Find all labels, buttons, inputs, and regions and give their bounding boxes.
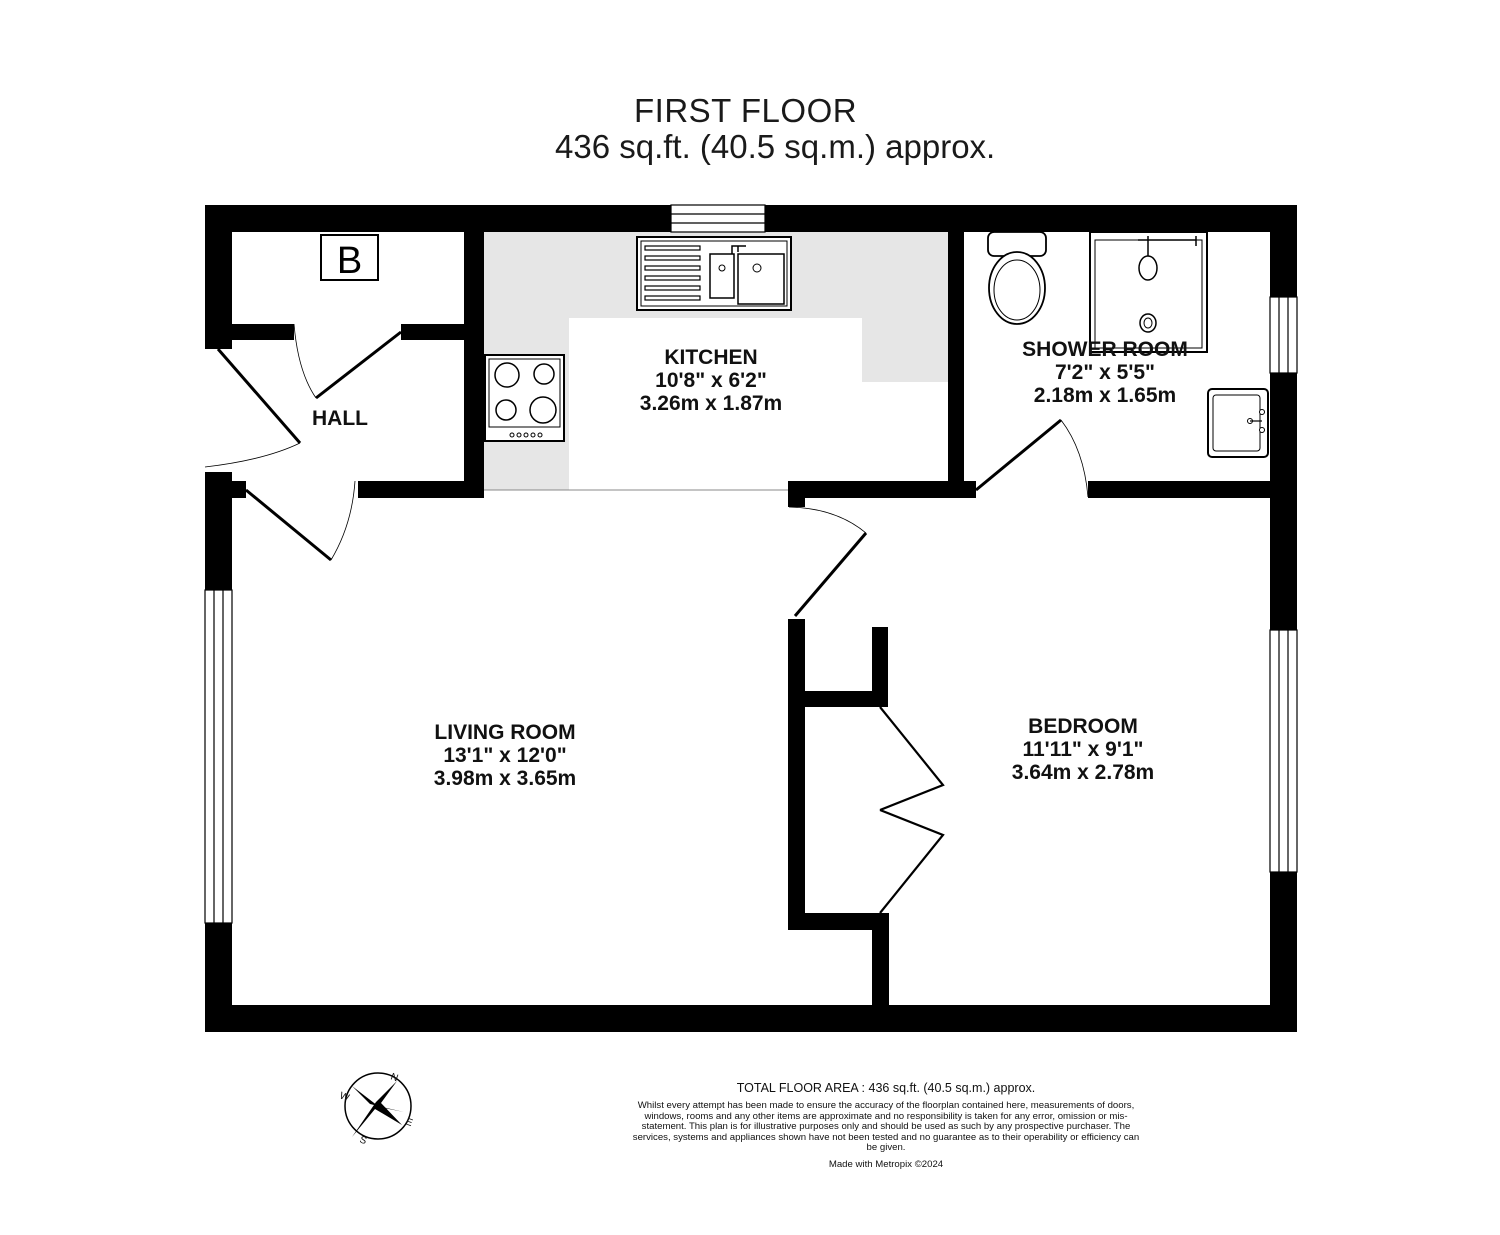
living-room-name: LIVING ROOM	[434, 721, 576, 744]
living-room-window	[204, 589, 233, 924]
kitchen-metric: 3.26m x 1.87m	[639, 392, 783, 415]
kitchen-floor	[484, 232, 950, 490]
bedroom-metric: 3.64m x 2.78m	[1011, 761, 1155, 784]
shower-room-door	[975, 418, 1089, 498]
shower-room-name: SHOWER ROOM	[1022, 338, 1188, 361]
boiler-cupboard-door	[293, 323, 402, 400]
toilet	[987, 231, 1047, 325]
bedroom-name: BEDROOM	[1028, 715, 1138, 738]
bedroom-window	[1269, 629, 1298, 873]
credit: Made with Metropix ©2024	[828, 1159, 944, 1170]
shower-room-label: SHOWER ROOM 7'2" x 5'5" 2.18m x 1.65m	[1022, 338, 1188, 407]
compass-w: W	[338, 1090, 351, 1104]
disclaimer: Whilst every attempt has been made to en…	[632, 1100, 1140, 1154]
shower-room-metric: 2.18m x 1.65m	[1033, 384, 1177, 407]
bedroom-imperial: 11'11" x 9'1"	[1022, 738, 1144, 761]
compass-needle	[352, 1081, 402, 1137]
hall-name: HALL	[312, 407, 368, 430]
kitchen-window	[670, 204, 766, 233]
compass-n: N	[389, 1071, 400, 1084]
windows	[204, 204, 1298, 924]
compass: N E S W	[338, 1071, 414, 1147]
walls	[205, 205, 1297, 1032]
wash-basin	[1207, 388, 1269, 458]
floor-area: 436 sq.ft. (40.5 sq.m.) approx.	[555, 128, 996, 165]
bedroom-door	[788, 506, 868, 617]
floor-title: FIRST FLOOR	[634, 92, 858, 129]
compass-s: S	[358, 1134, 368, 1147]
boiler: B	[320, 234, 379, 282]
living-room-metric: 3.98m x 3.65m	[433, 767, 577, 790]
kitchen-name: KITCHEN	[664, 346, 758, 369]
living-room-label: LIVING ROOM 13'1" x 12'0" 3.98m x 3.65m	[434, 721, 576, 790]
shower-tray	[1089, 231, 1208, 353]
compass-e: E	[404, 1116, 414, 1129]
living-room-imperial: 13'1" x 12'0"	[443, 744, 567, 767]
boiler-label: B	[337, 240, 362, 282]
doors	[204, 323, 1089, 914]
wardrobe-doors	[879, 706, 945, 914]
kitchen-sink	[636, 236, 792, 311]
shower-room-imperial: 7'2" x 5'5"	[1055, 361, 1155, 384]
hob	[484, 354, 565, 442]
hall-label: HALL	[312, 407, 368, 430]
shower-room-window	[1269, 296, 1298, 374]
compass-ring	[344, 1072, 412, 1140]
kitchen-label: KITCHEN 10'8" x 6'2" 3.26m x 1.87m	[640, 346, 782, 415]
kitchen-imperial: 10'8" x 6'2"	[655, 369, 767, 392]
front-door	[204, 348, 302, 468]
total-floor-area: TOTAL FLOOR AREA : 436 sq.ft. (40.5 sq.m…	[736, 1081, 1036, 1095]
living-room-door	[245, 480, 356, 562]
bedroom-label: BEDROOM 11'11" x 9'1" 3.64m x 2.78m	[1012, 715, 1154, 784]
